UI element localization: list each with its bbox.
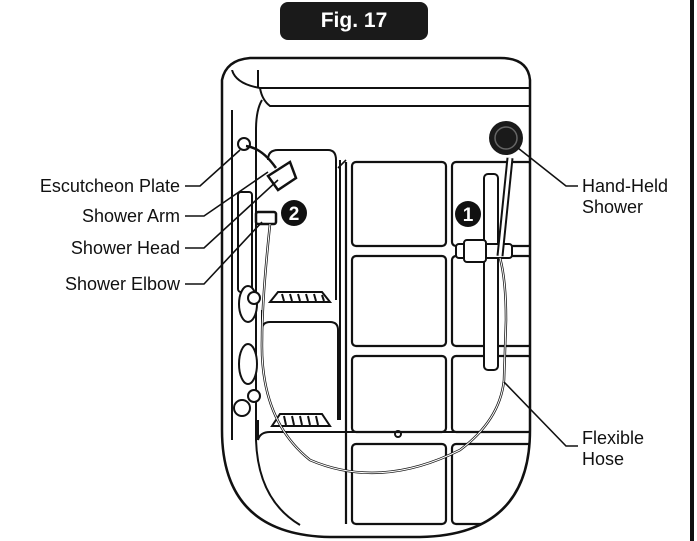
shelf-column [257, 149, 341, 441]
label-escutcheon-plate: Escutcheon Plate [39, 176, 180, 196]
callout-1-number: 1 [463, 205, 474, 226]
label-hand-held-line1: Hand-Held [582, 176, 669, 196]
label-shower-head: Shower Head [70, 238, 180, 258]
hand-held-shower [489, 121, 523, 257]
enclosure-outline [220, 56, 532, 539]
flexible-hose-path [260, 223, 508, 475]
label-flexible-line1: Flexible [582, 428, 645, 448]
top-lip [231, 70, 530, 107]
shelf-lower [270, 413, 332, 427]
label-shower-arm: Shower Arm [81, 206, 180, 226]
bottom-ledge [338, 430, 530, 438]
leader-lines-right [337, 147, 578, 447]
callout-2-number: 2 [289, 204, 300, 225]
shower-controls [233, 137, 261, 417]
shelf-upper [267, 291, 333, 303]
figure-title: Fig. 17 [280, 2, 428, 40]
page-border-right [690, 0, 694, 541]
label-hand-held-line2: Shower [582, 197, 644, 217]
slide-bar [455, 173, 513, 371]
left-wall [231, 99, 301, 526]
callout-2-marker [281, 200, 307, 226]
leader-lines-left [185, 149, 279, 285]
label-flexible-line2: Hose [582, 449, 625, 469]
label-flexible-hose: Flexible Hose [582, 428, 644, 470]
label-hand-held-shower: Hand-Held Shower [582, 176, 668, 218]
label-shower-elbow: Shower Elbow [64, 274, 180, 294]
callout-1-marker [455, 201, 481, 227]
